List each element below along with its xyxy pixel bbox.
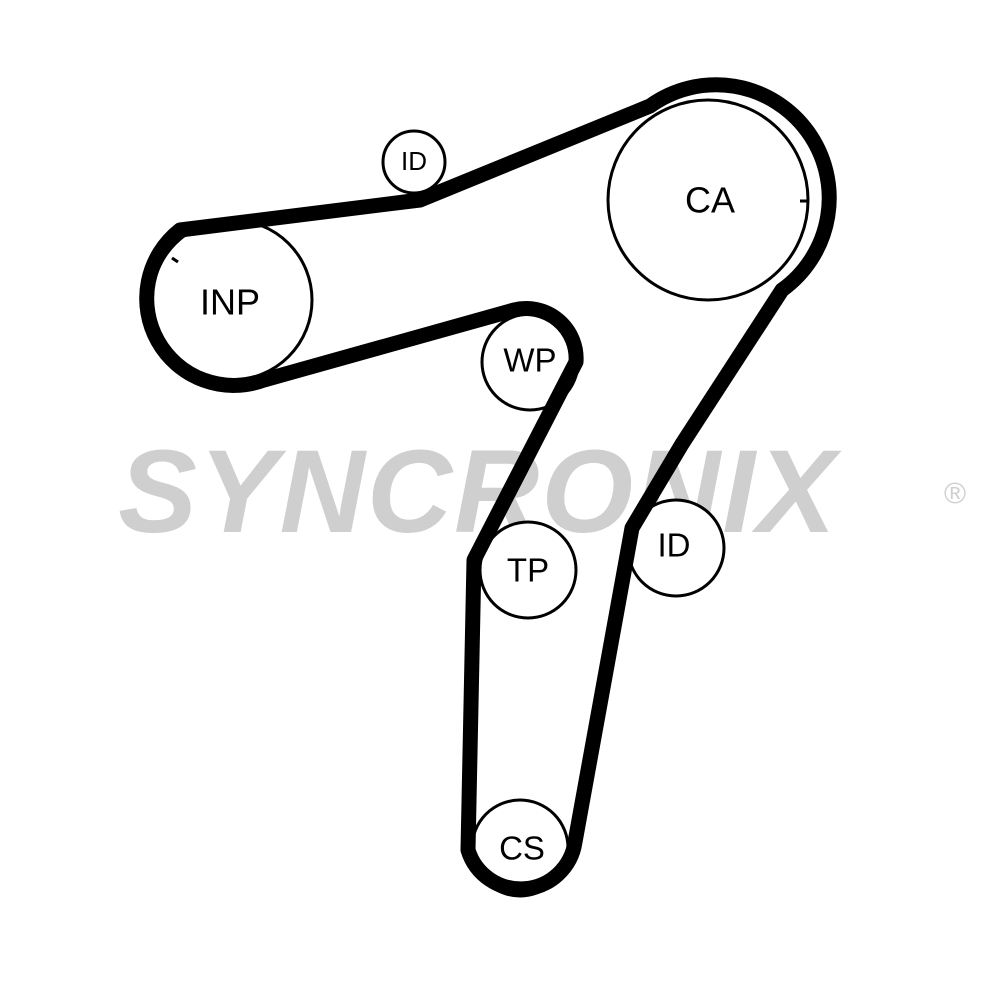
pulley-id-top-label: ID xyxy=(401,146,427,176)
registered-mark: ® xyxy=(944,478,966,511)
timing-belt xyxy=(139,77,837,897)
pulley-id-right-label: ID xyxy=(658,527,691,564)
pulley-inp-label: INP xyxy=(200,282,260,323)
pulley-cs-label: CS xyxy=(499,830,545,867)
pulley-wp: WP xyxy=(480,312,580,412)
pulley-id-top-circle xyxy=(381,129,447,195)
pulley-ca-label: CA xyxy=(685,180,735,221)
pulley-ca: CA xyxy=(606,98,810,302)
pulley-tp-label: TP xyxy=(507,552,549,589)
belt-tick-left xyxy=(171,256,179,264)
pulley-wp-label: WP xyxy=(503,342,556,379)
pulley-id-top: ID xyxy=(381,129,447,195)
